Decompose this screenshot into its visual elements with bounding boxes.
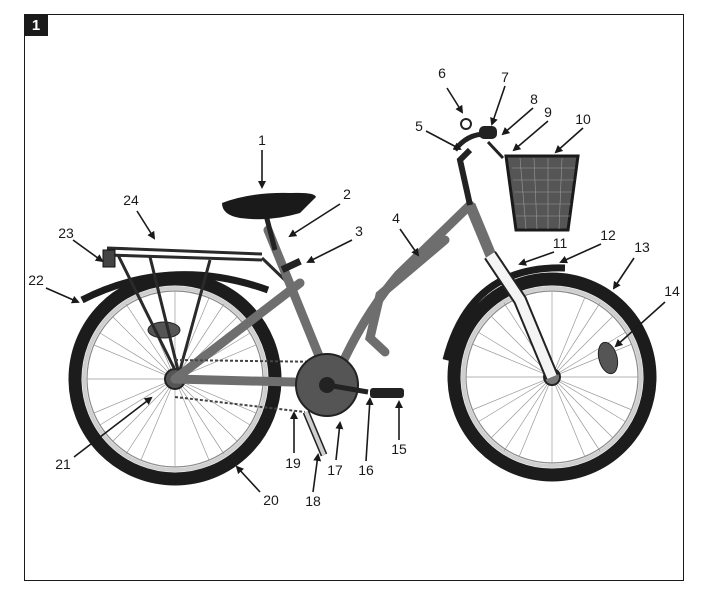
chain-top (174, 359, 331, 363)
callout-9: 9 (544, 104, 552, 120)
callout-19: 19 (285, 455, 301, 471)
callout-arrow-22 (45, 287, 80, 304)
callout-1: 1 (258, 132, 266, 148)
callout-arrow-20 (235, 465, 261, 493)
callout-22: 22 (28, 272, 44, 288)
callout-17: 17 (327, 462, 343, 478)
callout-arrow-8 (501, 107, 534, 136)
callout-14: 14 (664, 283, 680, 299)
callout-6: 6 (438, 65, 446, 81)
callout-arrow-13 (612, 257, 635, 290)
callout-arrow-5 (425, 130, 462, 150)
rear-mudguard (80, 271, 270, 304)
bell (460, 118, 472, 130)
callout-arrow-16 (365, 397, 374, 462)
front-fork (484, 251, 559, 380)
crank-arm (326, 382, 369, 395)
callout-10: 10 (575, 111, 591, 127)
front-mudguard (442, 264, 566, 361)
callout-4: 4 (392, 210, 400, 226)
callout-21: 21 (55, 456, 71, 472)
front-basket (504, 154, 580, 232)
stem (456, 147, 473, 206)
callout-16: 16 (358, 462, 374, 478)
callout-arrow-7 (490, 85, 506, 126)
callout-arrow-6 (446, 87, 464, 114)
callout-arrow-11 (518, 251, 555, 266)
saddle (222, 192, 316, 220)
callout-arrow-3 (306, 239, 353, 263)
callout-arrow-12 (559, 243, 602, 264)
callout-arrow-10 (554, 127, 584, 154)
callout-3: 3 (355, 223, 363, 239)
figure-frame (24, 14, 684, 581)
callout-arrow-2 (288, 203, 341, 238)
callout-11: 11 (553, 235, 568, 251)
seat-post (263, 214, 278, 251)
callout-2: 2 (343, 186, 351, 202)
callout-arrow-18 (312, 453, 322, 493)
callout-15: 15 (391, 441, 407, 457)
callout-12: 12 (600, 227, 616, 243)
callout-arrow-23 (72, 239, 104, 263)
head-tube (464, 202, 498, 261)
handlebar-grip (479, 126, 497, 139)
callout-arrow-4 (399, 228, 420, 257)
callout-24: 24 (123, 192, 139, 208)
rear-light (102, 249, 116, 268)
seat-clamp (280, 258, 302, 273)
callout-arrow-17 (335, 421, 344, 461)
callout-13: 13 (634, 239, 650, 255)
pedal (370, 388, 404, 398)
callout-arrow-9 (512, 120, 549, 152)
callout-18: 18 (305, 493, 321, 509)
callout-arrow-24 (136, 210, 156, 240)
callout-5: 5 (415, 118, 423, 134)
chain-bottom (174, 396, 306, 413)
callout-20: 20 (263, 492, 279, 508)
callout-23: 23 (58, 225, 74, 241)
callout-arrow-14 (614, 301, 666, 348)
figure-number-badge: 1 (24, 14, 48, 36)
luggage-rack (106, 246, 292, 371)
callout-7: 7 (501, 69, 509, 85)
brake-lever (486, 140, 505, 160)
callout-8: 8 (530, 91, 538, 107)
callout-arrow-21 (73, 396, 153, 458)
